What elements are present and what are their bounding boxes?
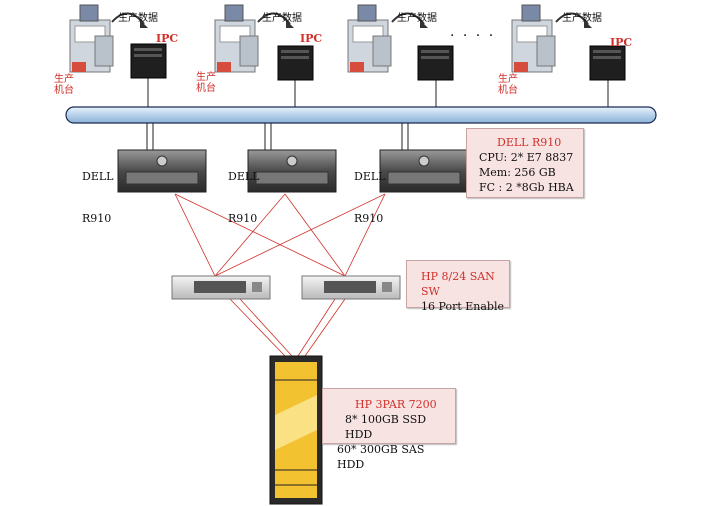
server-info-cpu: CPU: 2* E7 8837 <box>479 151 574 164</box>
server-info-fc: FC : 2 *8Gb HBA <box>479 181 574 194</box>
storage-info-title: HP 3PAR 7200 <box>355 398 437 411</box>
san-switch-2 <box>301 275 401 300</box>
ipc-label-4: IPC <box>610 36 633 49</box>
bus-server-links <box>146 123 409 150</box>
server-info-mem: Mem: 256 GB <box>479 166 556 179</box>
production-unit-4 <box>511 4 626 81</box>
production-unit-1 <box>69 4 167 79</box>
production-data-label-2: 生产数据 <box>262 13 302 24</box>
production-data-label-3: 生产数据 <box>397 13 437 24</box>
switch-storage-links <box>229 298 346 357</box>
ipc-label-1: IPC <box>156 32 179 45</box>
switch-info-ports: 16 Port Enable <box>421 300 504 313</box>
storage-info-sas: 60* 300GB SAS HDD <box>337 443 425 471</box>
switch-info-title: HP 8/24 SAN SW <box>421 270 495 298</box>
san-switch-1 <box>171 275 271 300</box>
machine-label-1: 生产机台 <box>54 74 74 96</box>
server-label-2-line2: R910 <box>228 212 258 225</box>
more-units-ellipsis: · · · · <box>450 28 496 44</box>
machine-label-2: 生产机台 <box>196 72 216 94</box>
server-label-2: DELL R910 <box>228 142 259 240</box>
ethernet-bus <box>65 106 657 124</box>
storage-info-ssd: 8* 100GB SSD HDD <box>345 413 427 441</box>
server-label-1: DELL R910 <box>82 142 113 240</box>
server-label-3-line1: DELL <box>354 170 386 183</box>
server-info-title: DELL R910 <box>497 136 562 149</box>
server-switch-links <box>174 193 386 277</box>
switch-info-box: HP 8/24 SAN SW 16 Port Enable <box>406 260 510 313</box>
server-label-3-line2: R910 <box>354 212 384 225</box>
server-3 <box>379 149 469 193</box>
production-unit-3 <box>347 4 454 81</box>
production-data-label-1: 生产数据 <box>118 13 158 24</box>
ipc-label-2: IPC <box>300 32 323 45</box>
server-label-2-line1: DELL <box>228 170 260 183</box>
server-1 <box>117 149 207 193</box>
storage-array <box>269 355 323 505</box>
production-unit-2 <box>214 4 314 81</box>
production-data-label-4: 生产数据 <box>562 13 602 24</box>
server-label-3: DELL R910 <box>354 142 385 240</box>
storage-info-box: HP 3PAR 7200 8* 100GB SSD HDD 60* 300GB … <box>322 388 456 471</box>
ipc-bus-links <box>147 78 609 108</box>
server-info-box: DELL R910 CPU: 2* E7 8837 Mem: 256 GB FC… <box>466 128 584 198</box>
server-2 <box>247 149 337 193</box>
machine-label-4: 生产机台 <box>498 74 518 96</box>
server-label-1-line2: R910 <box>82 212 112 225</box>
server-label-1-line1: DELL <box>82 170 114 183</box>
